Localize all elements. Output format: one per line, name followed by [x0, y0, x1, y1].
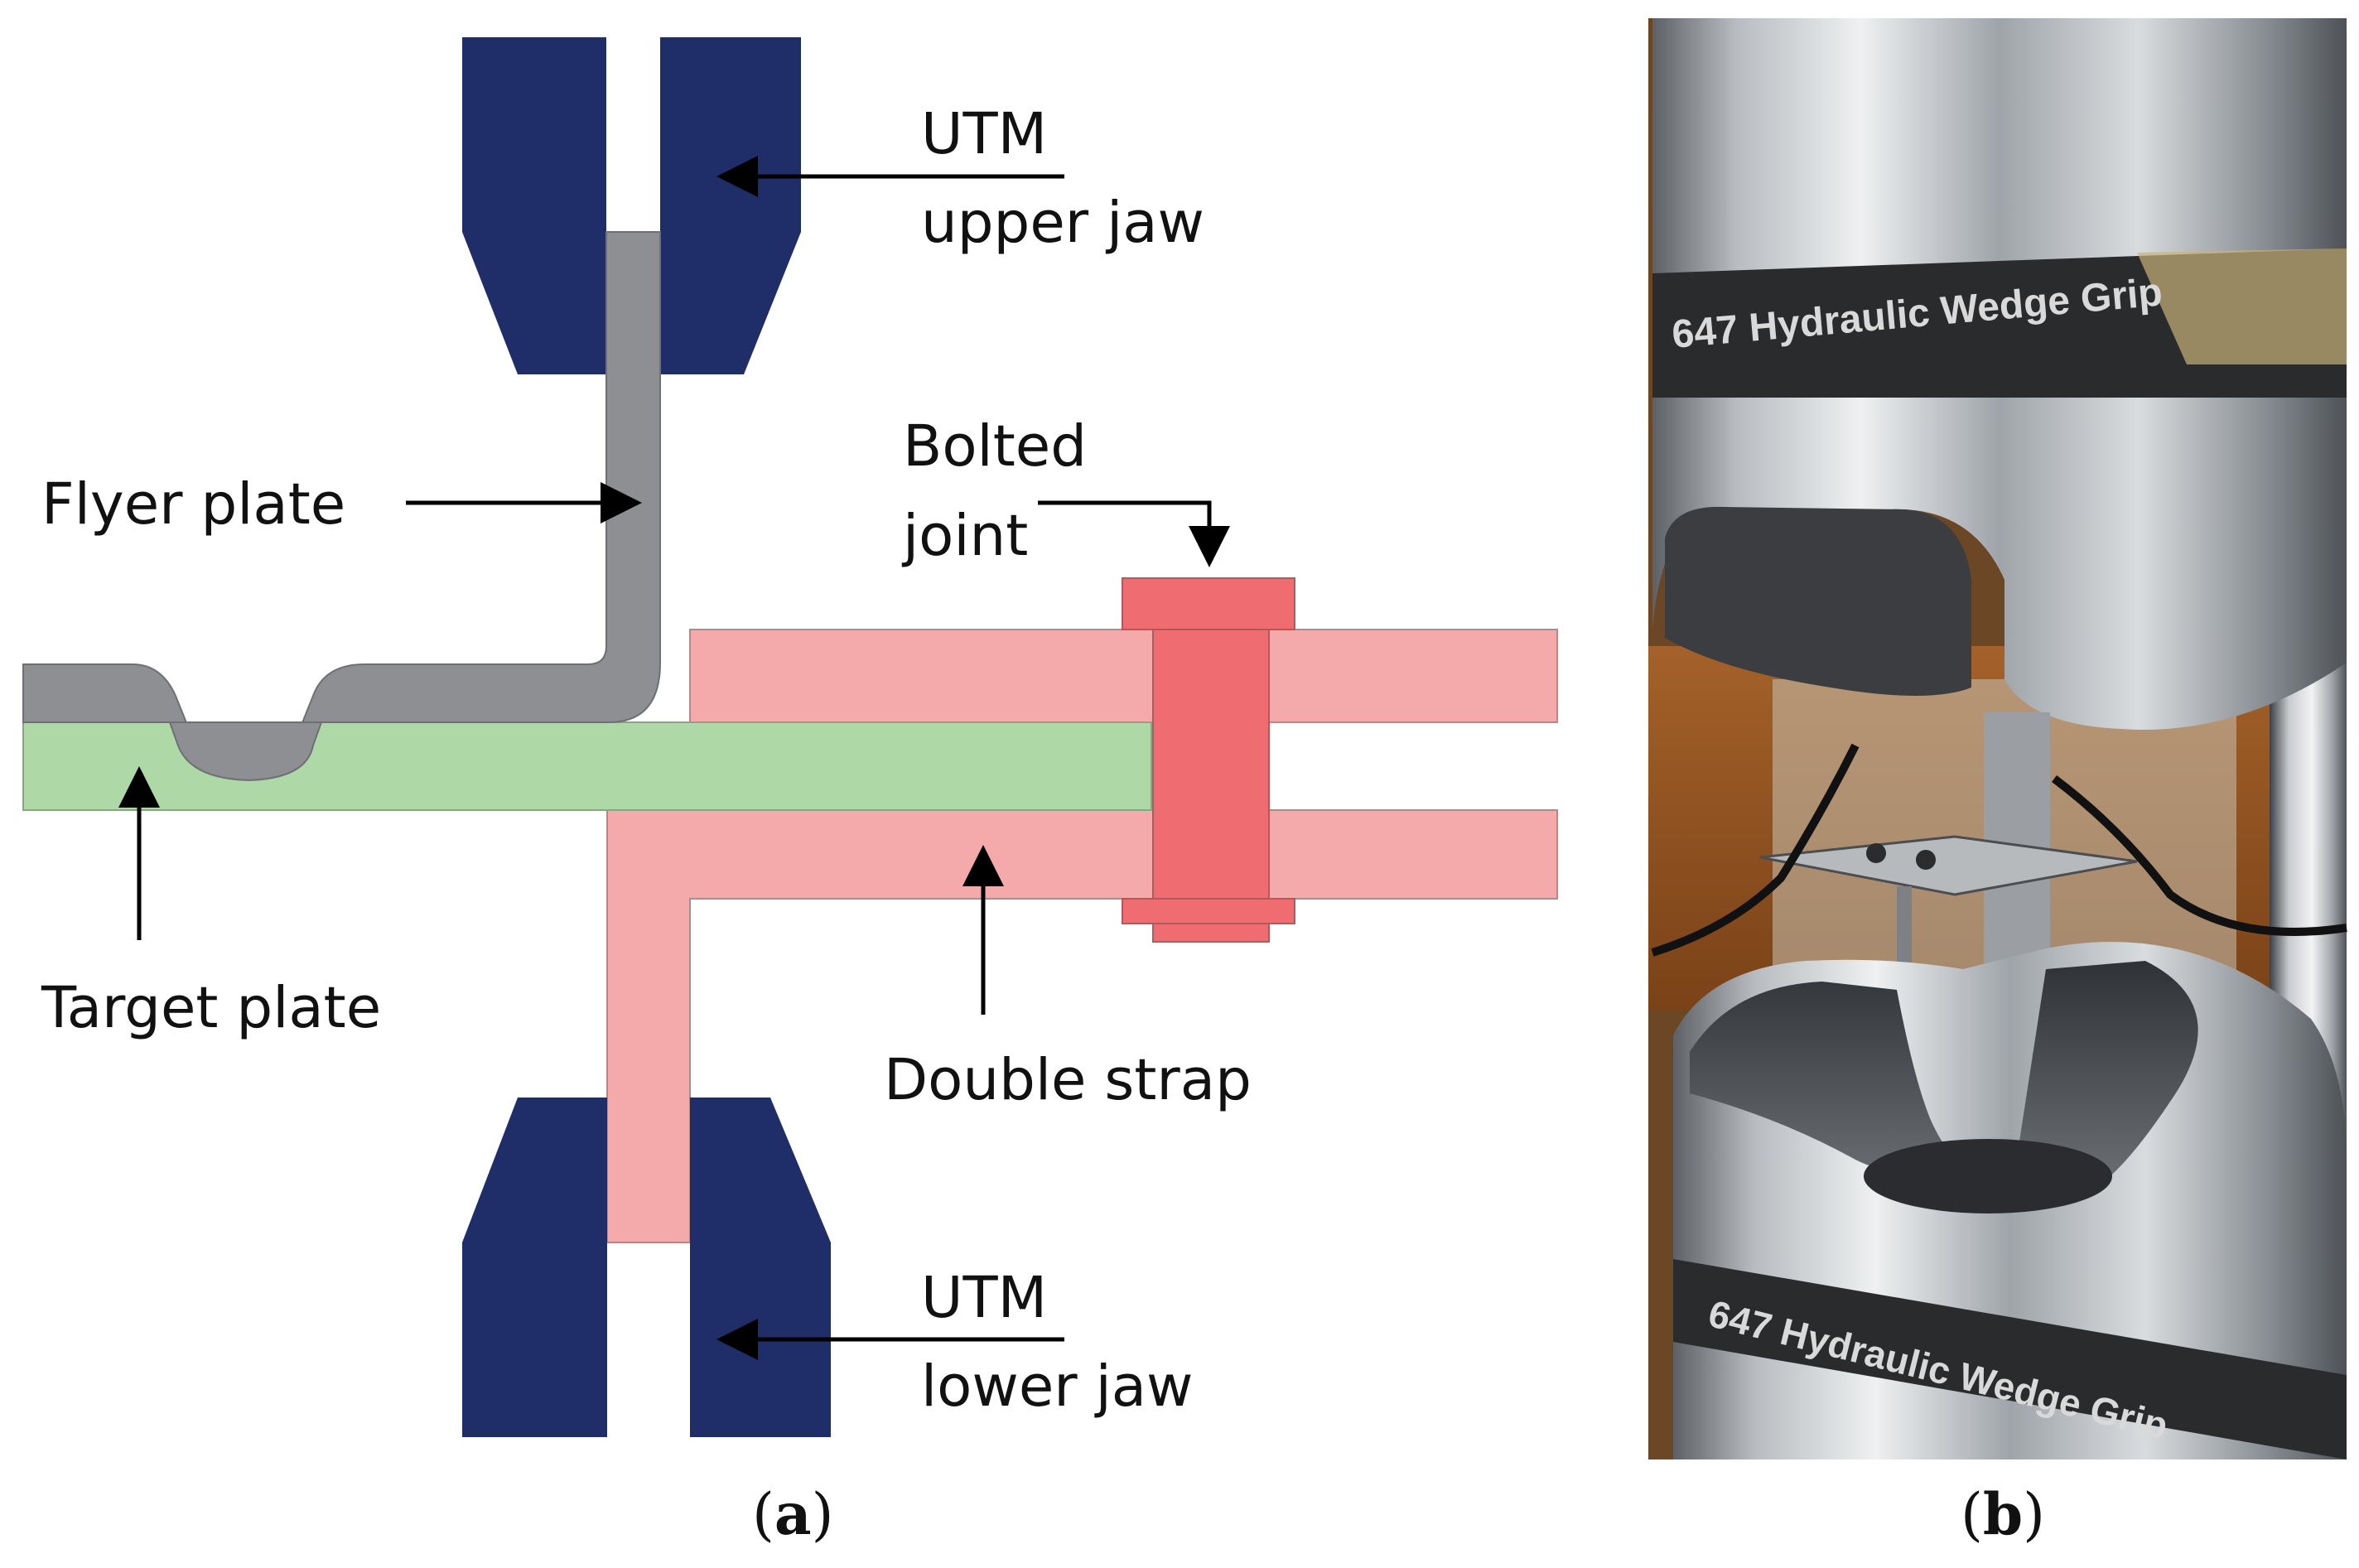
bolted-joint	[1122, 577, 1295, 943]
upper-strap	[689, 629, 1558, 723]
panel-b-photo: 647 Hydraulic Wedge Grip 647 Hydraulic W…	[1648, 18, 2347, 1548]
upper-jaw-right-block	[660, 37, 801, 374]
flyer-dimple	[168, 721, 323, 782]
lower-jaw-left-block	[462, 1098, 607, 1437]
upper-grip-cylinder	[1652, 18, 2347, 292]
caption-a: (a)	[752, 1481, 834, 1548]
bolt-tail	[1152, 923, 1270, 943]
panel-a-schematic: UTM upper jaw Flyer plate Bolted joint T…	[22, 37, 1558, 1548]
bolt-nut	[1122, 898, 1295, 924]
annotation-arrows	[118, 156, 1230, 1360]
label-bolted-line2: joint	[901, 503, 1028, 569]
cable-left	[1651, 743, 1860, 957]
bolt-shank	[1152, 629, 1270, 900]
arrow-bolted-joint	[1038, 500, 1230, 567]
bolt-photo-1	[1866, 843, 1886, 863]
label-utm-upper-line1: UTM	[921, 101, 1047, 167]
lower-grip-wedge-cavity	[1690, 961, 2198, 1193]
label-double-strap: Double strap	[884, 1047, 1252, 1113]
bolt-head	[1122, 577, 1295, 630]
double-strap-bracket	[1759, 835, 2138, 896]
double-strap	[606, 629, 1558, 1243]
caption-b: (b)	[1961, 1481, 2045, 1548]
utm-upper-jaw	[462, 37, 801, 374]
lower-jaw-right-block	[690, 1098, 831, 1437]
lower-grip-bore	[1864, 1139, 2112, 1213]
upper-grip-label-tag	[2137, 248, 2347, 364]
label-utm-upper-line2: upper jaw	[921, 190, 1204, 256]
label-flyer-plate: Flyer plate	[41, 471, 345, 538]
lower-grip-label-band	[1673, 1259, 2347, 1459]
upper-grip-body	[1652, 398, 2347, 730]
label-utm-lower-line2: lower jaw	[921, 1353, 1193, 1420]
label-bolted-line1: Bolted	[903, 413, 1087, 480]
upper-grip-wedge-cavity	[1665, 506, 1971, 696]
label-target-plate: Target plate	[41, 975, 381, 1041]
cable-right	[2051, 775, 2347, 936]
bolt-photo-2	[1916, 850, 1936, 870]
label-utm-lower-line1: UTM	[921, 1265, 1047, 1331]
upper-jaw-left-block	[462, 37, 606, 374]
